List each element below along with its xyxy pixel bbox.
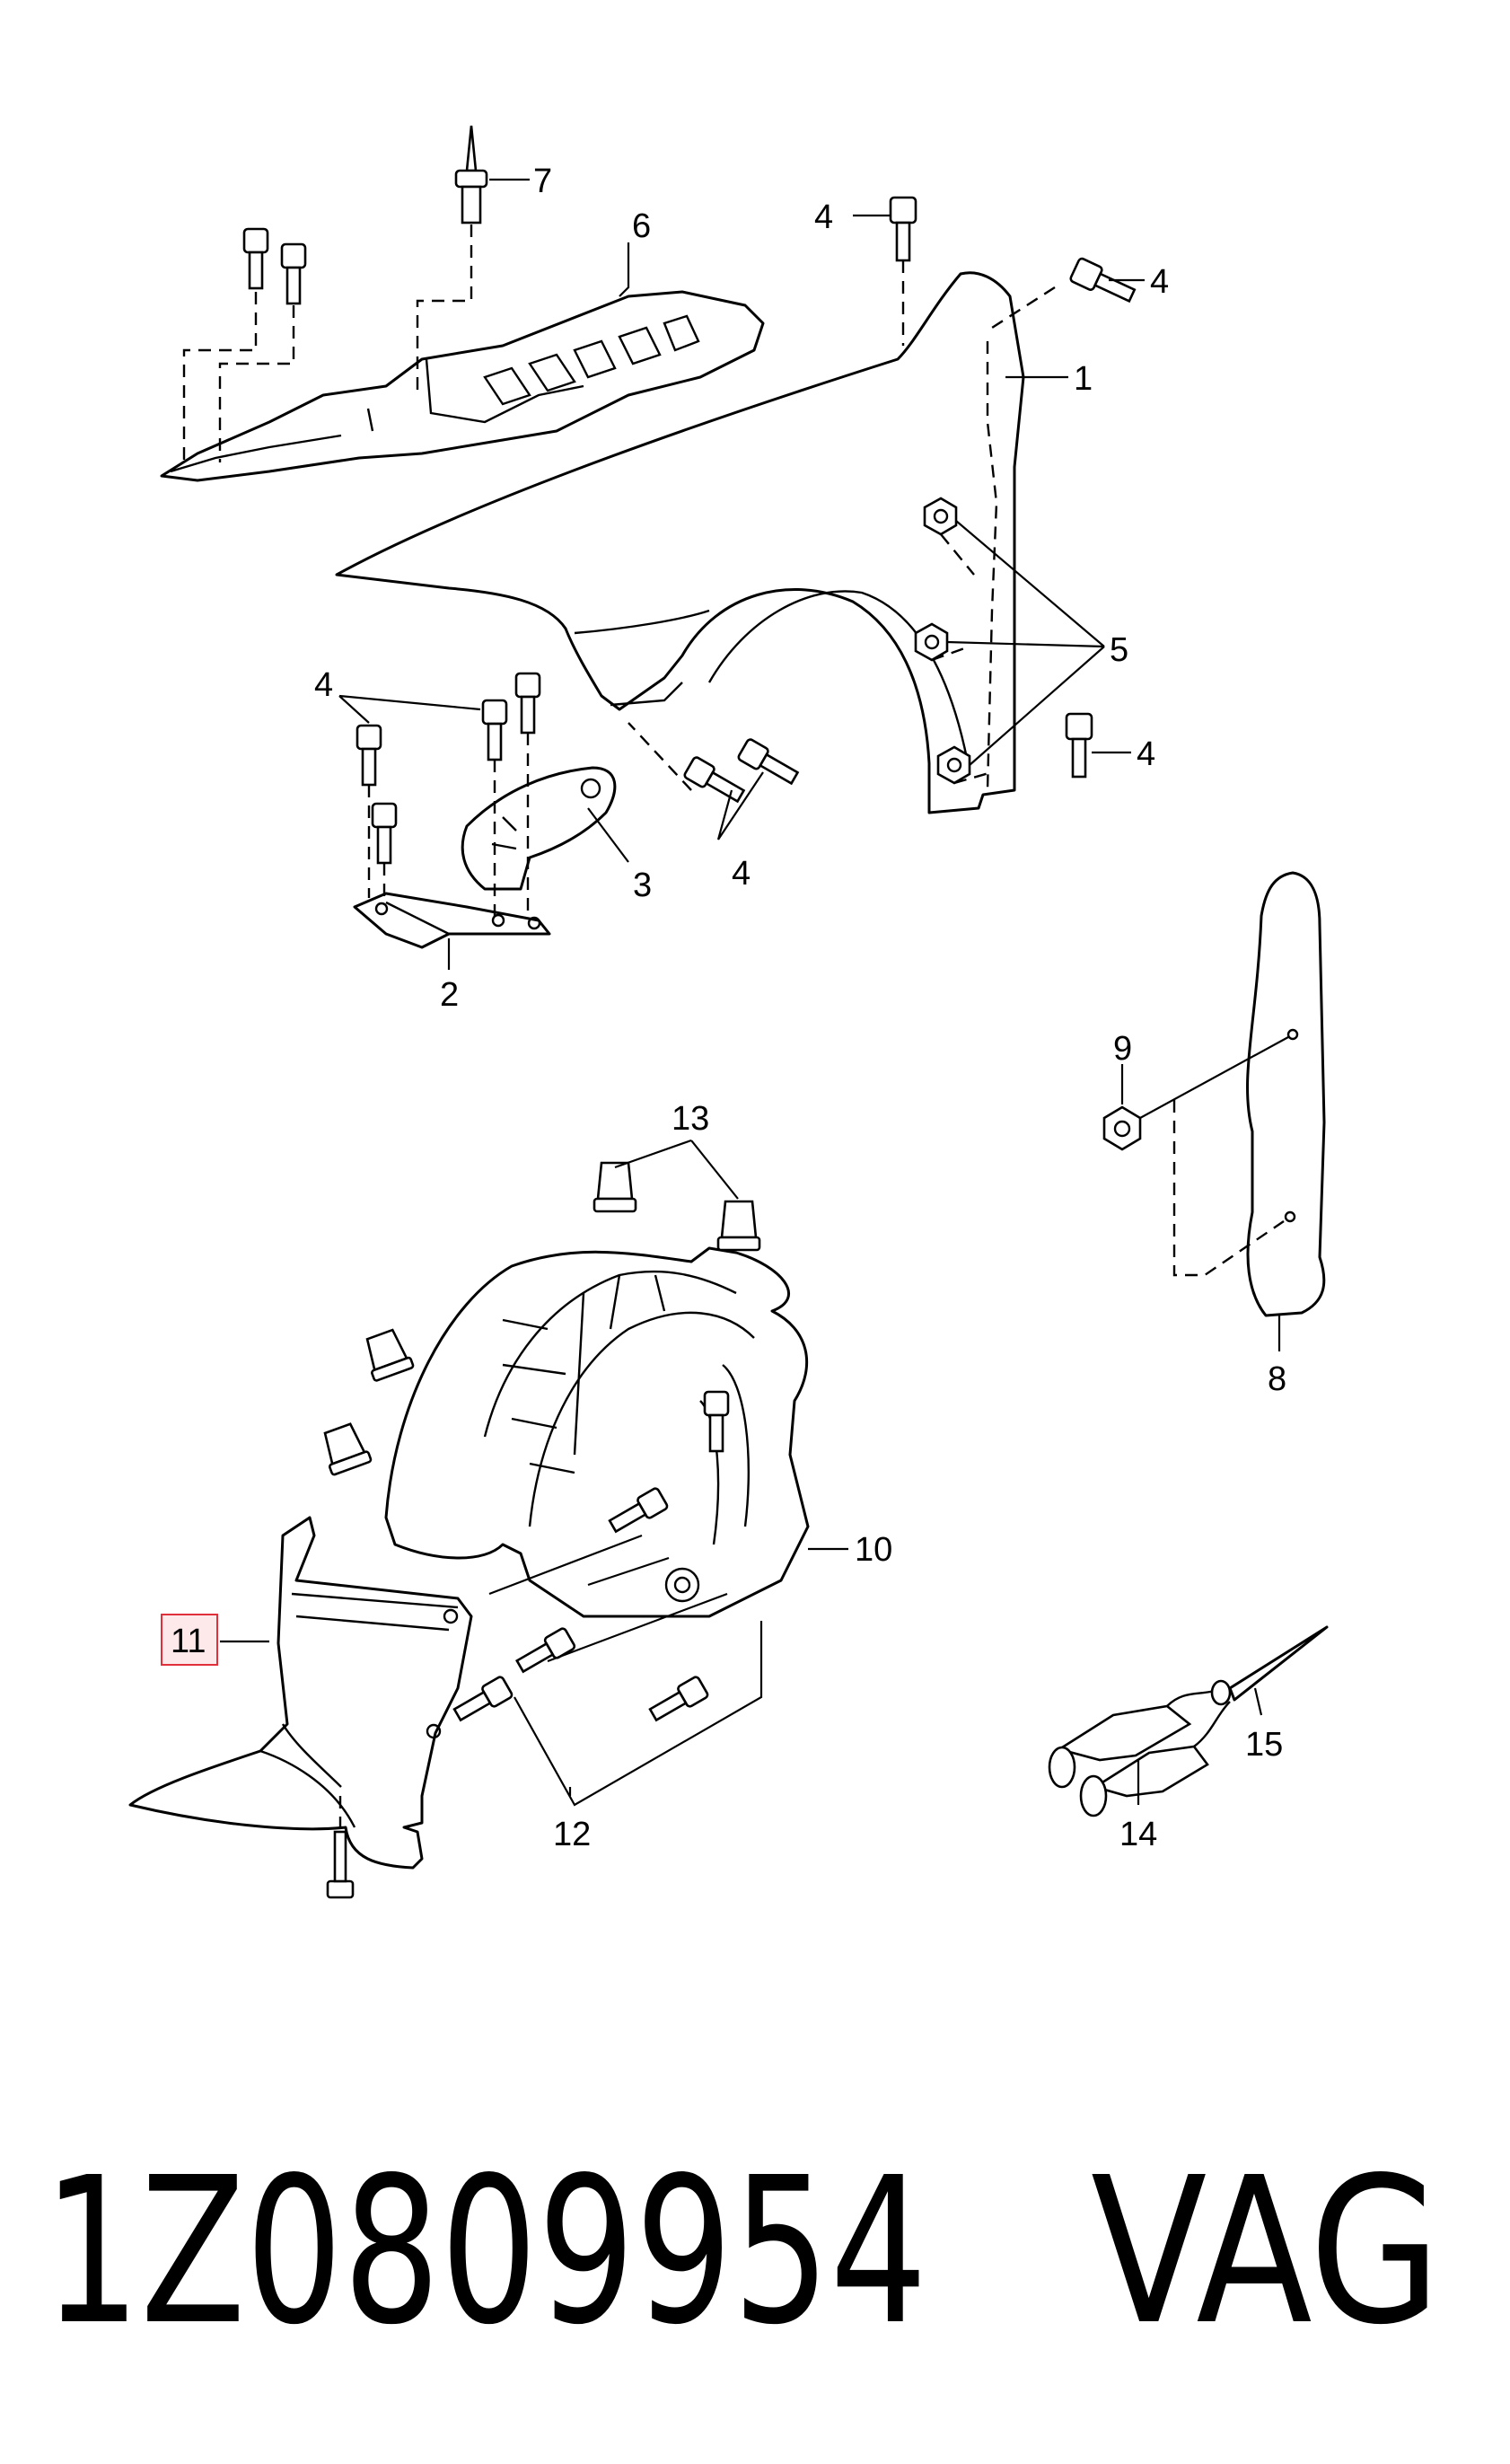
callout-4b: 4 (1150, 263, 1169, 301)
callout-4d: 4 (314, 666, 333, 704)
wheel-housing-liner-front (128, 1516, 473, 1870)
nut-icon (914, 622, 949, 662)
callout-5: 5 (1110, 631, 1128, 669)
assembly-guides-lower (338, 1534, 763, 1832)
callout-leaders (220, 178, 1281, 1805)
screw-icon (648, 1676, 709, 1722)
screw-icon (452, 1676, 514, 1722)
rivet-icon (454, 125, 488, 224)
screw-icon (326, 1830, 355, 1899)
callout-7: 7 (533, 163, 552, 200)
wheel-housing-liner-rear (384, 1246, 810, 1618)
nut-icon (923, 497, 958, 536)
lower-bracket (353, 892, 551, 949)
screw-icon (515, 1627, 576, 1674)
callout-13: 13 (672, 1100, 709, 1138)
screw-icon (608, 1487, 669, 1534)
bolt-icon (1065, 712, 1093, 779)
callout-11-highlight: 11 (161, 1614, 218, 1666)
bolt-icon (280, 242, 307, 305)
bolt-icon (889, 196, 917, 262)
bolt-icon (737, 738, 800, 786)
callout-6: 6 (632, 207, 651, 245)
bolt-icon (514, 672, 541, 735)
clip-icon (593, 1161, 637, 1213)
part-number: 1Z0809954 (43, 2134, 927, 2370)
bolt-icon (481, 699, 508, 761)
bolt-icon (371, 802, 398, 865)
mount-bracket-3 (461, 766, 617, 891)
callout-11: 11 (171, 1623, 206, 1660)
callout-3: 3 (633, 867, 652, 904)
callout-4a: 4 (814, 198, 833, 236)
brand-name: VAG (1091, 2134, 1441, 2370)
callout-1: 1 (1074, 360, 1093, 398)
guide-9 (1172, 1100, 1285, 1277)
callout-4c: 4 (1137, 735, 1155, 773)
callout-2: 2 (440, 976, 459, 1014)
leader-9 (1139, 1036, 1289, 1119)
assembly-guides-upper (182, 224, 1056, 916)
callout-12: 12 (553, 1816, 591, 1853)
callout-labels: 7 6 4 4 1 5 4 4 3 4 2 9 8 13 10 12 15 14 (314, 163, 1286, 1853)
clip-icon (323, 1422, 373, 1476)
callout-8: 8 (1268, 1360, 1286, 1398)
bolt-group-upper (242, 125, 1137, 865)
fender-panel (335, 271, 1025, 814)
nut-icon (1102, 1105, 1142, 1151)
bolt-icon (356, 724, 382, 787)
callout-14: 14 (1119, 1816, 1157, 1853)
bolt-icon (242, 227, 269, 290)
clip-icon (365, 1328, 415, 1382)
upper-support-bracket (160, 290, 765, 482)
highlight-box (161, 1614, 218, 1666)
callout-9: 9 (1113, 1030, 1132, 1068)
clip-icon (716, 1200, 761, 1252)
callout-4e: 4 (732, 855, 751, 893)
seal-strip (1246, 871, 1326, 1317)
screw-icon (703, 1390, 730, 1453)
wiring-connector-set (1048, 1625, 1329, 1817)
nut-icon (936, 745, 971, 785)
bolt-icon (1069, 257, 1137, 304)
bolt-icon (683, 756, 746, 804)
callout-15: 15 (1245, 1726, 1283, 1764)
callout-10: 10 (855, 1531, 892, 1569)
